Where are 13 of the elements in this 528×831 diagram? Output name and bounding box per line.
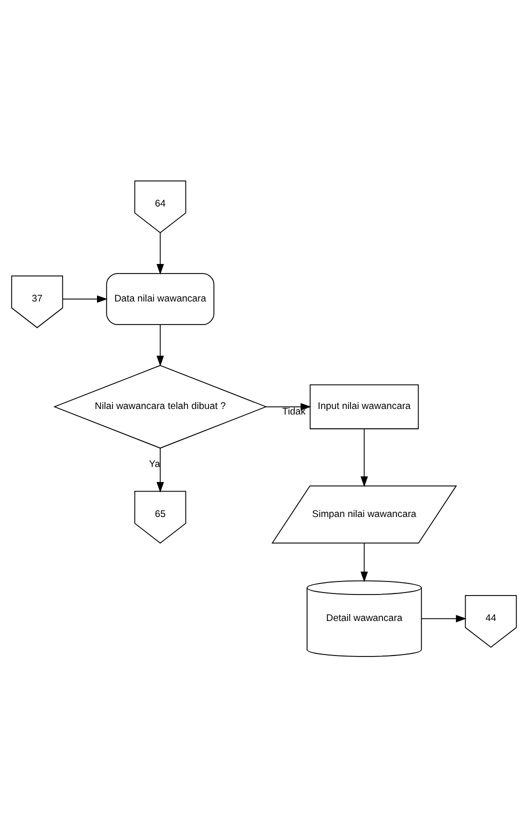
arrow	[421, 614, 466, 622]
edge-label: Ya	[148, 458, 160, 470]
node-box: Data nilai wawancara	[106, 272, 214, 324]
arrow	[156, 324, 164, 366]
arrow	[266, 402, 312, 410]
node-diamond: Nilai wawancara telah dibuat ?	[53, 364, 268, 448]
arrow	[62, 294, 108, 302]
arrow	[360, 428, 368, 486]
arrow	[156, 232, 164, 274]
node-box: Input nilai wawancara	[310, 384, 419, 429]
arrow	[360, 542, 368, 582]
arrow	[156, 447, 164, 492]
edge-label: Tidak	[282, 406, 306, 418]
